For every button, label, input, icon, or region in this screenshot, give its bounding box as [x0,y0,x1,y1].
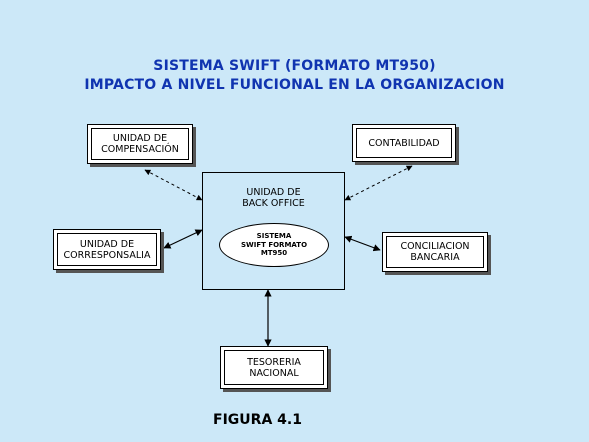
diagram-title-line1: SISTEMA SWIFT (FORMATO MT950) [153,58,436,74]
node-contabilidad: CONTABILIDAD [352,124,456,162]
back-office-label: UNIDAD DE BACK OFFICE [242,187,305,209]
node-unidad-corresponsalia: UNIDAD DE CORRESPONSALIA [53,229,161,270]
node-unidad-compensacion: UNIDAD DE COMPENSACIÓN [87,124,193,164]
node-sistema-swift: SISTEMA SWIFT FORMATO MT950 [219,223,329,267]
node-conciliacion-bancaria: CONCILIACION BANCARIA [382,232,488,272]
figure-caption: FIGURA 4.1 [213,412,302,428]
edge-contabilidad-backoffice [344,165,413,201]
edge-conciliacion-backoffice [344,235,381,252]
edge-corresponsalia-backoffice [163,229,203,249]
node-back-office: UNIDAD DE BACK OFFICE SISTEMA SWIFT FORM… [202,172,345,290]
edge-compensacion-backoffice [144,169,203,201]
node-tesoreria-nacional: TESORERIA NACIONAL [220,346,328,389]
diagram-title-line2: IMPACTO A NIVEL FUNCIONAL EN LA ORGANIZA… [84,77,505,93]
